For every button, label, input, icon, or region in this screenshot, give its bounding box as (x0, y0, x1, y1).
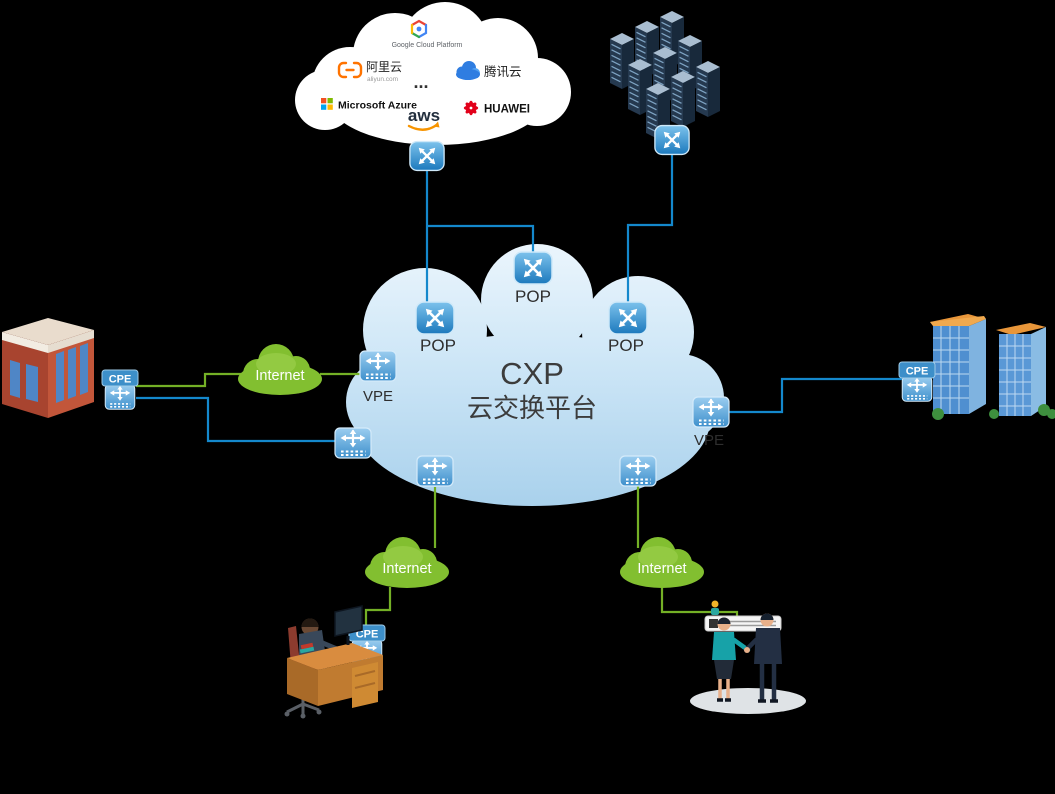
tencent-cloud-logo: 腾讯云 (456, 61, 522, 80)
link-internet-people (660, 588, 739, 618)
pop-router-top (512, 248, 554, 288)
office-user-scene (284, 605, 383, 719)
cpe-left-label: CPE (109, 374, 132, 386)
building-left (2, 318, 94, 418)
cpe-left: CPE (101, 369, 139, 411)
link-cpe-left-internet (136, 372, 242, 388)
cpe-right: CPE (898, 361, 936, 403)
vpe-right-label: VPE (694, 432, 724, 449)
tencent-cloud-label: 腾讯云 (484, 64, 522, 79)
cpe-right-switch-icon (901, 375, 933, 403)
business-people-scene (690, 600, 806, 714)
internet-left-label: Internet (255, 368, 304, 384)
link-internet-cpe-bottom (364, 587, 392, 626)
cpe-left-switch-icon (104, 383, 136, 411)
link-multicloud-pop-top (427, 224, 535, 252)
pop-left-label: POP (420, 336, 456, 355)
pop-right-label: POP (608, 336, 644, 355)
edge-switch-bottom-right (618, 454, 658, 488)
google-cloud-logo: Google Cloud Platform (392, 19, 463, 49)
cpe-right-label: CPE (906, 366, 929, 378)
internet-bottom-left-label: Internet (382, 561, 431, 577)
google-cloud-label: Google Cloud Platform (392, 42, 463, 49)
alibaba-cloud-label: 阿里云 (366, 60, 402, 74)
link-datacenter-pop-right (626, 153, 674, 302)
vpe-switch-right (691, 395, 731, 429)
aws-logo: aws (407, 106, 440, 131)
huawei-label: HUAWEI (484, 104, 530, 116)
datacenter-router-icon (653, 122, 691, 158)
internet-bottom-right-label: Internet (637, 561, 686, 577)
cxp-title: CXP (500, 356, 564, 391)
pop-router-right (607, 298, 649, 338)
link-cpe-left-switch (136, 396, 336, 443)
microsoft-azure-logo: Microsoft Azure (321, 98, 417, 112)
buildings-right (930, 314, 1055, 420)
microsoft-azure-label: Microsoft Azure (338, 100, 417, 112)
huawei-logo: HUAWEI (463, 100, 530, 116)
link-vpe-right-cpe-right (729, 377, 902, 414)
cxp-subtitle: 云交换平台 (467, 393, 597, 423)
pop-router-left (414, 298, 456, 338)
alibaba-domain-label: aliyun.com (367, 76, 398, 83)
edge-switch-bottom-left (415, 454, 455, 488)
edge-switch-left-lower (333, 426, 373, 460)
multicloud-cloud: Google Cloud Platform 阿里云 aliyun.com ...… (295, 2, 571, 174)
vpe-left-label: VPE (363, 388, 393, 405)
multicloud-router-icon (408, 138, 446, 174)
aws-label: aws (408, 106, 440, 125)
pop-top-label: POP (515, 287, 551, 306)
datacenter-racks (609, 10, 721, 158)
vpe-switch-left (358, 349, 398, 383)
more-providers-ellipsis: ... (413, 72, 428, 92)
cpe-bottom-label: CPE (356, 629, 379, 641)
alibaba-cloud-logo: 阿里云 aliyun.com (337, 60, 402, 83)
